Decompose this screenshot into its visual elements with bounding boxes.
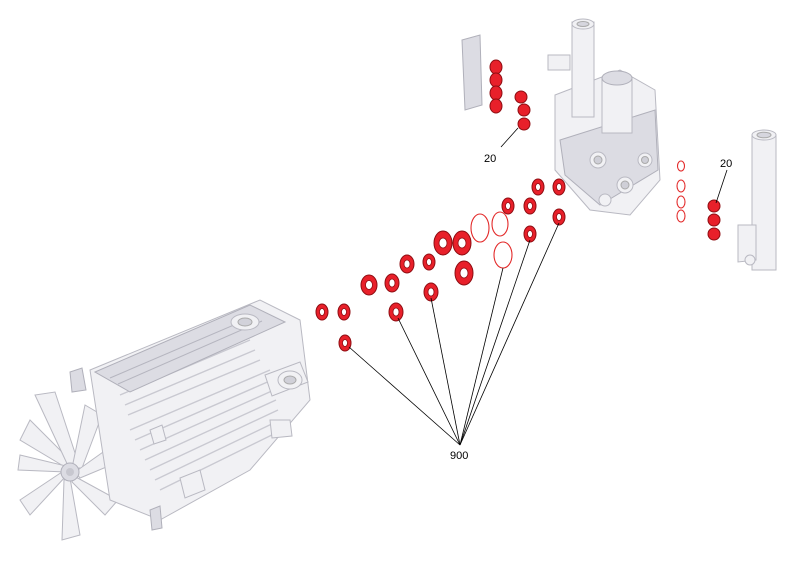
callout-20-right: 20 <box>720 158 732 170</box>
seal-train-900 <box>315 178 566 352</box>
callout-20-top: 20 <box>484 153 496 165</box>
pump-head <box>547 18 661 216</box>
seal-kit-right <box>707 199 721 241</box>
seal-ring <box>315 178 566 352</box>
motor-housing <box>17 299 311 541</box>
leader-lines <box>348 127 728 446</box>
callout-900: 900 <box>450 450 468 462</box>
pump-o-rings <box>676 160 686 223</box>
seal-kit-top <box>489 59 531 131</box>
filter-plate <box>461 34 483 111</box>
cooling-fan <box>17 391 129 541</box>
motor-shafts <box>149 361 309 499</box>
outlet-tube <box>737 129 777 271</box>
